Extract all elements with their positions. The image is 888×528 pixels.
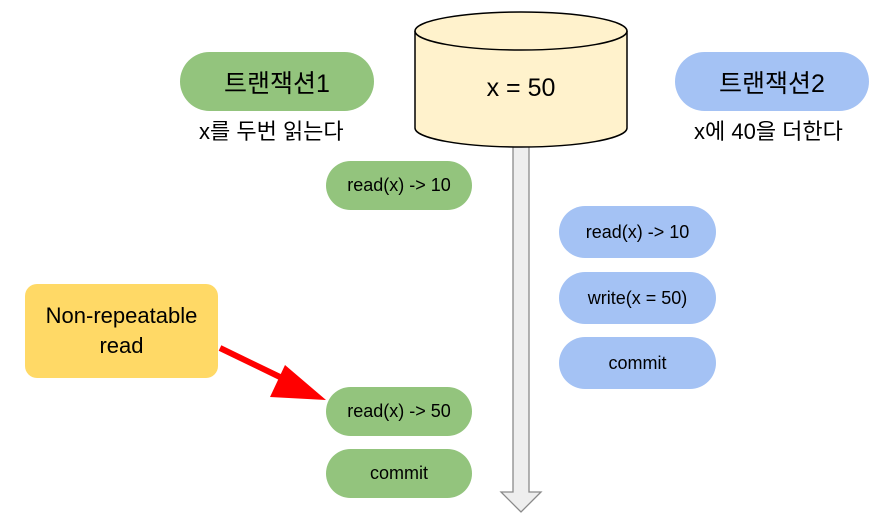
annotation-arrow bbox=[218, 345, 326, 400]
transaction1-step-read-2: read(x) -> 50 bbox=[326, 387, 472, 436]
timeline-arrow bbox=[499, 145, 543, 513]
transaction2-step-write: write(x = 50) bbox=[559, 272, 716, 324]
transaction1-step-read-1: read(x) -> 10 bbox=[326, 161, 472, 210]
transaction1-step-commit: commit bbox=[326, 449, 472, 498]
transaction2-step-read: read(x) -> 10 bbox=[559, 206, 716, 258]
transaction1-title: 트랜잭션1 bbox=[180, 52, 374, 111]
transaction1-description: x를 두번 읽는다 bbox=[199, 119, 344, 144]
non-repeatable-read-note: Non-repeatable read bbox=[25, 284, 218, 378]
database-label: x = 50 bbox=[486, 74, 556, 102]
database-cylinder bbox=[414, 11, 628, 148]
transaction2-description: x에 40을 더한다 bbox=[694, 119, 843, 144]
transaction2-step-commit: commit bbox=[559, 337, 716, 389]
transaction2-title: 트랜잭션2 bbox=[675, 52, 869, 111]
